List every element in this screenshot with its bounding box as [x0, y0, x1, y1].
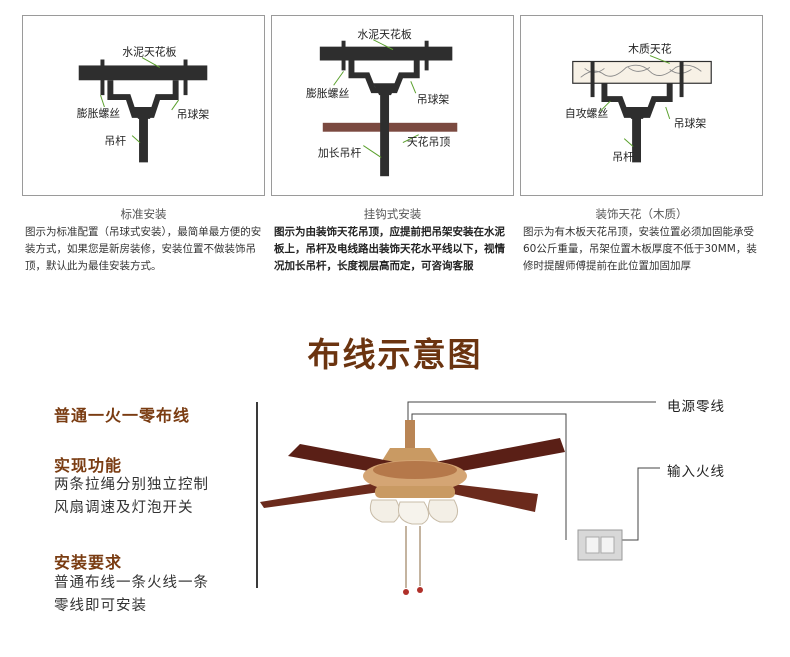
expansion-bolt-right [183, 59, 188, 96]
wall-switch [577, 529, 623, 561]
fan-blade-front-left [260, 480, 395, 508]
fan-blade-front-right [435, 482, 538, 512]
diagram-wood-ceiling-install: 木质天花 自攻螺丝 吊球架 吊杆 [520, 15, 763, 196]
hanger-ball [132, 106, 156, 119]
hanger-ball [373, 83, 397, 96]
description-hook-install: 图示为由装饰天花吊顶，应提前把吊架安装在水泥板上，吊杆及电线路出装饰天花水平线以… [274, 226, 505, 272]
label-extended-rod: 加长吊杆 [318, 145, 362, 159]
requirement-heading: 安装要求 [54, 553, 123, 572]
downrod [139, 114, 148, 163]
label-bolt: 膨胀螺丝 [306, 86, 350, 100]
ceiling-slab [319, 46, 453, 61]
live-wire-label: 输入火线 [667, 464, 725, 480]
ceiling-fan-wiring-diagram [260, 401, 660, 595]
downrod [632, 114, 642, 163]
ceiling-slab [78, 65, 208, 81]
label-bracket: 吊球架 [417, 92, 450, 106]
wiring-title: 布线示意图 [307, 335, 483, 374]
fan-blade-back-left [288, 444, 395, 476]
label-ceiling: 水泥天花板 [122, 45, 176, 59]
expansion-bolt-left [100, 59, 105, 96]
function-line-2: 风扇调速及灯泡开关 [54, 500, 194, 516]
label-false-ceiling: 天花吊顶 [407, 136, 451, 149]
hanger-ball [625, 106, 649, 119]
function-body: 两条拉绳分别独立控制 风扇调速及灯泡开关 [54, 474, 209, 520]
ceiling-fan [260, 420, 565, 595]
extended-downrod [380, 93, 390, 177]
self-tapping-screw-left [590, 61, 595, 98]
neutral-wire [407, 401, 656, 446]
requirement-line-1: 普通布线一条火线一条 [54, 575, 209, 591]
label-bracket: 吊球架 [177, 107, 210, 121]
fan-blade-back-right [435, 438, 565, 476]
neutral-wire-label: 电源零线 [667, 399, 725, 415]
requirement-body: 普通布线一条火线一条 零线即可安装 [54, 572, 209, 618]
caption-hook-install: 挂钩式安装 [363, 207, 422, 221]
expansion-bolt-right [424, 40, 429, 71]
false-ceiling [322, 122, 458, 132]
live-wire-input [600, 467, 660, 541]
label-rod: 吊杆 [612, 149, 634, 163]
diagram-standard-install: 水泥天花板 膨胀螺丝 吊球架 吊杆 [22, 15, 265, 196]
description-standard-install: 图示为标准配置（吊球式安装），最简单最方便的安装方式，如果您是新房装修，安装位置… [25, 226, 262, 272]
function-heading: 实现功能 [54, 456, 123, 475]
self-tapping-screw-right [679, 61, 684, 98]
caption-standard-install: 标准安装 [120, 207, 167, 221]
requirement-line-2: 零线即可安装 [54, 598, 147, 614]
diagram-hook-install: 水泥天花板 膨胀螺丝 吊球架 加长吊杆 天花吊顶 [271, 15, 514, 196]
section-divider [256, 402, 258, 588]
caption-wood-install: 装饰天花（木质） [595, 207, 688, 221]
label-ceiling: 木质天花 [628, 43, 672, 56]
wiring-type-heading: 普通一火一零布线 [54, 406, 191, 425]
label-bolt: 膨胀螺丝 [77, 106, 121, 120]
label-bracket: 吊球架 [674, 116, 707, 130]
label-screw: 自攻螺丝 [565, 106, 609, 120]
label-rod: 吊杆 [104, 134, 126, 148]
function-line-1: 两条拉绳分别独立控制 [54, 477, 209, 493]
expansion-bolt-left [341, 40, 346, 71]
description-wood-install: 图示为有木板天花吊顶，安装位置必须加固能承受60公斤重量，吊架位置木板厚度不低于… [523, 226, 757, 272]
label-ceiling: 水泥天花板 [357, 27, 411, 41]
